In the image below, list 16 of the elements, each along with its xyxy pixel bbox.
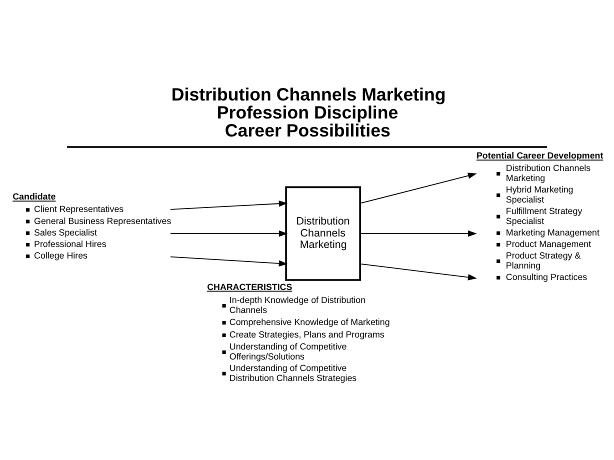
- label: Create Strategies, Plans and Programs: [229, 329, 384, 340]
- label: CHARACTERISTICS: [207, 282, 292, 292]
- arrow: [170, 230, 288, 237]
- arrow: [360, 172, 477, 204]
- arrow: [360, 263, 477, 280]
- label: Comprehensive Knowledge of Marketing: [229, 317, 390, 328]
- arrow: [360, 230, 477, 237]
- label: Understanding of Competitive Offerings/Solutions: [229, 342, 347, 362]
- label: In-depth Knowledge of Distribution Channels: [229, 295, 366, 315]
- node-text: Potential Career Development Distribution Channels Marketing Hybrid Marketing Specialist Fulfillment Strategy Specialist Marketing Management Product Management Product Strategy & Planning Consulting Practices: [476, 150, 604, 282]
- label: Understanding of Competitive Distribution Channels Strategies: [229, 362, 357, 383]
- node-box: Distribution Channels Marketing: [285, 186, 361, 281]
- diagram-title: Distribution Channels Marketing Profession Discipline Career Possibilities: [171, 84, 446, 140]
- node-text: Candidate Client Representatives General Business Representatives Sales Specialist Professional Hires College Hires: [12, 192, 172, 261]
- arrow: [170, 200, 288, 210]
- arrow: [170, 256, 288, 267]
